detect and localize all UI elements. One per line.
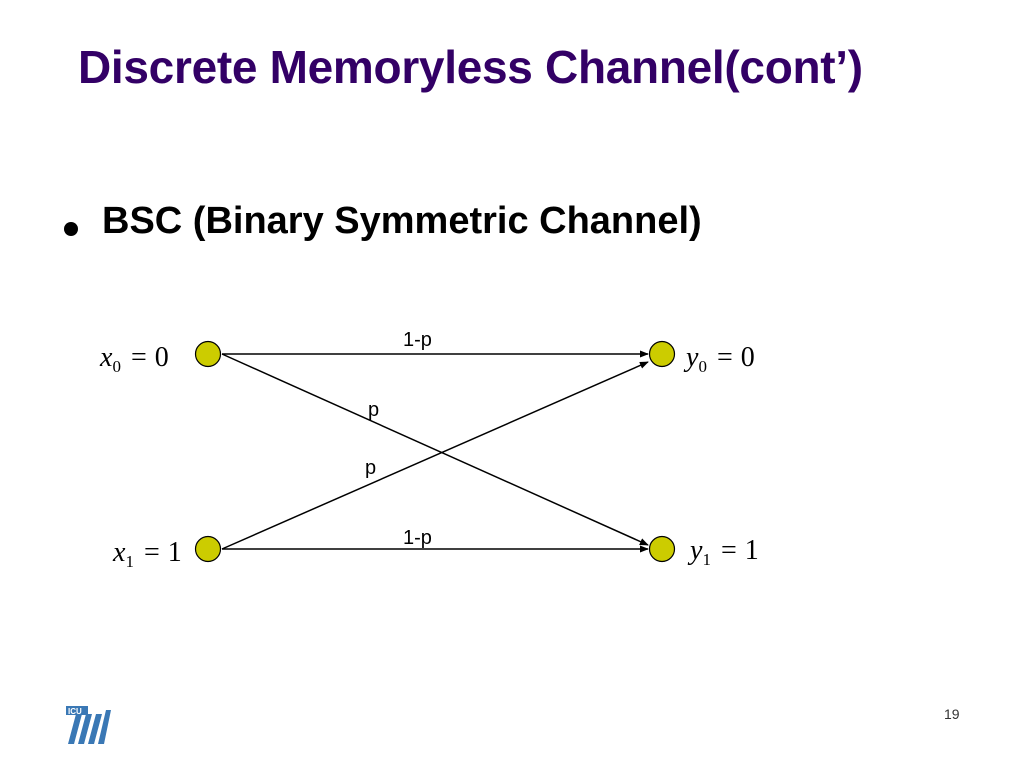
- label-y0: y0=0: [683, 342, 755, 376]
- slide-title: Discrete Memoryless Channel(cont’): [78, 41, 863, 93]
- edge-label-cross-up: p: [365, 457, 376, 479]
- logo-text: ICU: [68, 707, 82, 716]
- edge-label-bottom: 1-p: [403, 527, 432, 549]
- slide-number: 19: [944, 706, 960, 722]
- bullet-dot-icon: [64, 222, 78, 236]
- bullet-text: BSC (Binary Symmetric Channel): [102, 200, 702, 242]
- edge-x1-y0: [221, 361, 649, 550]
- edge-label-top: 1-p: [403, 329, 432, 351]
- edge-label-cross-down: p: [368, 399, 379, 421]
- node-x0: [194, 340, 222, 368]
- label-y1: y1=1: [687, 535, 759, 569]
- node-y1: [648, 535, 676, 563]
- label-x0: x0=0: [99, 342, 169, 376]
- label-x1: x1=1: [112, 537, 182, 571]
- edge-x0-y1: [221, 353, 649, 546]
- node-x1: [194, 535, 222, 563]
- node-y0: [648, 340, 676, 368]
- icu-logo: ICU: [66, 704, 112, 746]
